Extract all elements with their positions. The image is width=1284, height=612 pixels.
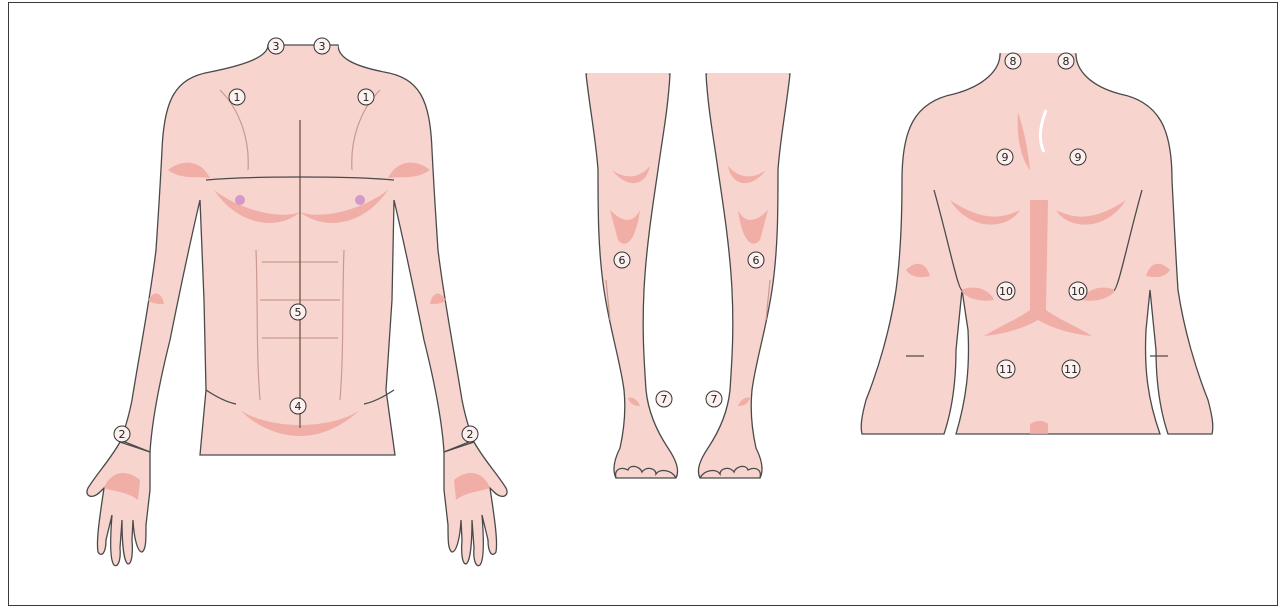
marker-label: 4 <box>295 400 302 413</box>
marker-4: 4 <box>290 398 306 414</box>
marker-label: 7 <box>661 393 668 406</box>
marker-1: 1 <box>358 89 374 105</box>
marker-9: 9 <box>1070 149 1086 165</box>
marker-label: 1 <box>234 91 241 104</box>
marker-label: 8 <box>1010 55 1017 68</box>
marker-7: 7 <box>706 391 722 407</box>
marker-8: 8 <box>1005 53 1021 69</box>
back-figure <box>861 53 1213 434</box>
marker-label: 3 <box>319 40 326 53</box>
marker-8: 8 <box>1058 53 1074 69</box>
marker-label: 3 <box>273 40 280 53</box>
marker-1: 1 <box>229 89 245 105</box>
marker-11: 11 <box>997 360 1015 378</box>
marker-3: 3 <box>268 38 284 54</box>
marker-10: 10 <box>997 282 1015 300</box>
legs-front-figure <box>586 73 790 478</box>
marker-label: 2 <box>467 428 474 441</box>
marker-11: 11 <box>1062 360 1080 378</box>
marker-10: 10 <box>1069 282 1087 300</box>
marker-label: 11 <box>1064 363 1078 376</box>
marker-label: 11 <box>999 363 1013 376</box>
marker-label: 9 <box>1075 151 1082 164</box>
marker-5: 5 <box>290 304 306 320</box>
marker-label: 7 <box>711 393 718 406</box>
marker-6: 6 <box>614 252 630 268</box>
marker-label: 2 <box>119 428 126 441</box>
marker-2: 2 <box>114 426 130 442</box>
marker-7: 7 <box>656 391 672 407</box>
marker-9: 9 <box>997 149 1013 165</box>
marker-label: 10 <box>1071 285 1085 298</box>
marker-label: 6 <box>753 254 760 267</box>
marker-label: 5 <box>295 306 302 319</box>
marker-2: 2 <box>462 426 478 442</box>
marker-label: 1 <box>363 91 370 104</box>
marker-label: 9 <box>1002 151 1009 164</box>
marker-6: 6 <box>748 252 764 268</box>
marker-label: 8 <box>1063 55 1070 68</box>
marker-3: 3 <box>314 38 330 54</box>
marker-label: 6 <box>619 254 626 267</box>
marker-label: 10 <box>999 285 1013 298</box>
